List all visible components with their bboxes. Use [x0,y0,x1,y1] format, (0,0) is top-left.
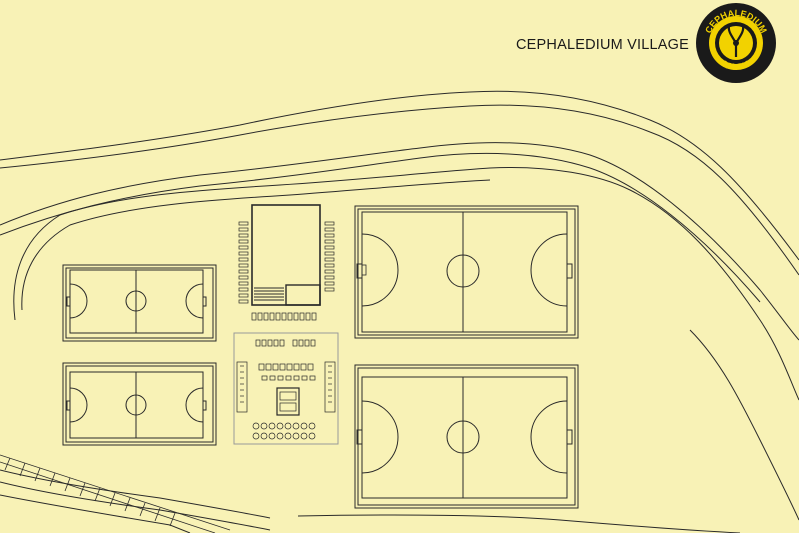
page-title: CEPHALEDIUM VILLAGE [516,37,690,53]
club-logo: CEPHALEDIUM CALCIO [696,3,776,83]
svg-text:CALCIO: CALCIO [719,58,753,72]
football-pitch-2 [354,364,579,509]
futsal-pitch-2 [62,362,217,446]
service-area [233,332,339,445]
clubhouse-building [238,204,367,321]
contour-lines [0,90,799,533]
football-pitch-1 [354,205,579,339]
terrace-steps [0,454,231,533]
futsal-pitch-1 [62,264,217,342]
logo-bottom-text: CALCIO [719,58,753,72]
trinacria-emblem-icon [727,25,745,57]
